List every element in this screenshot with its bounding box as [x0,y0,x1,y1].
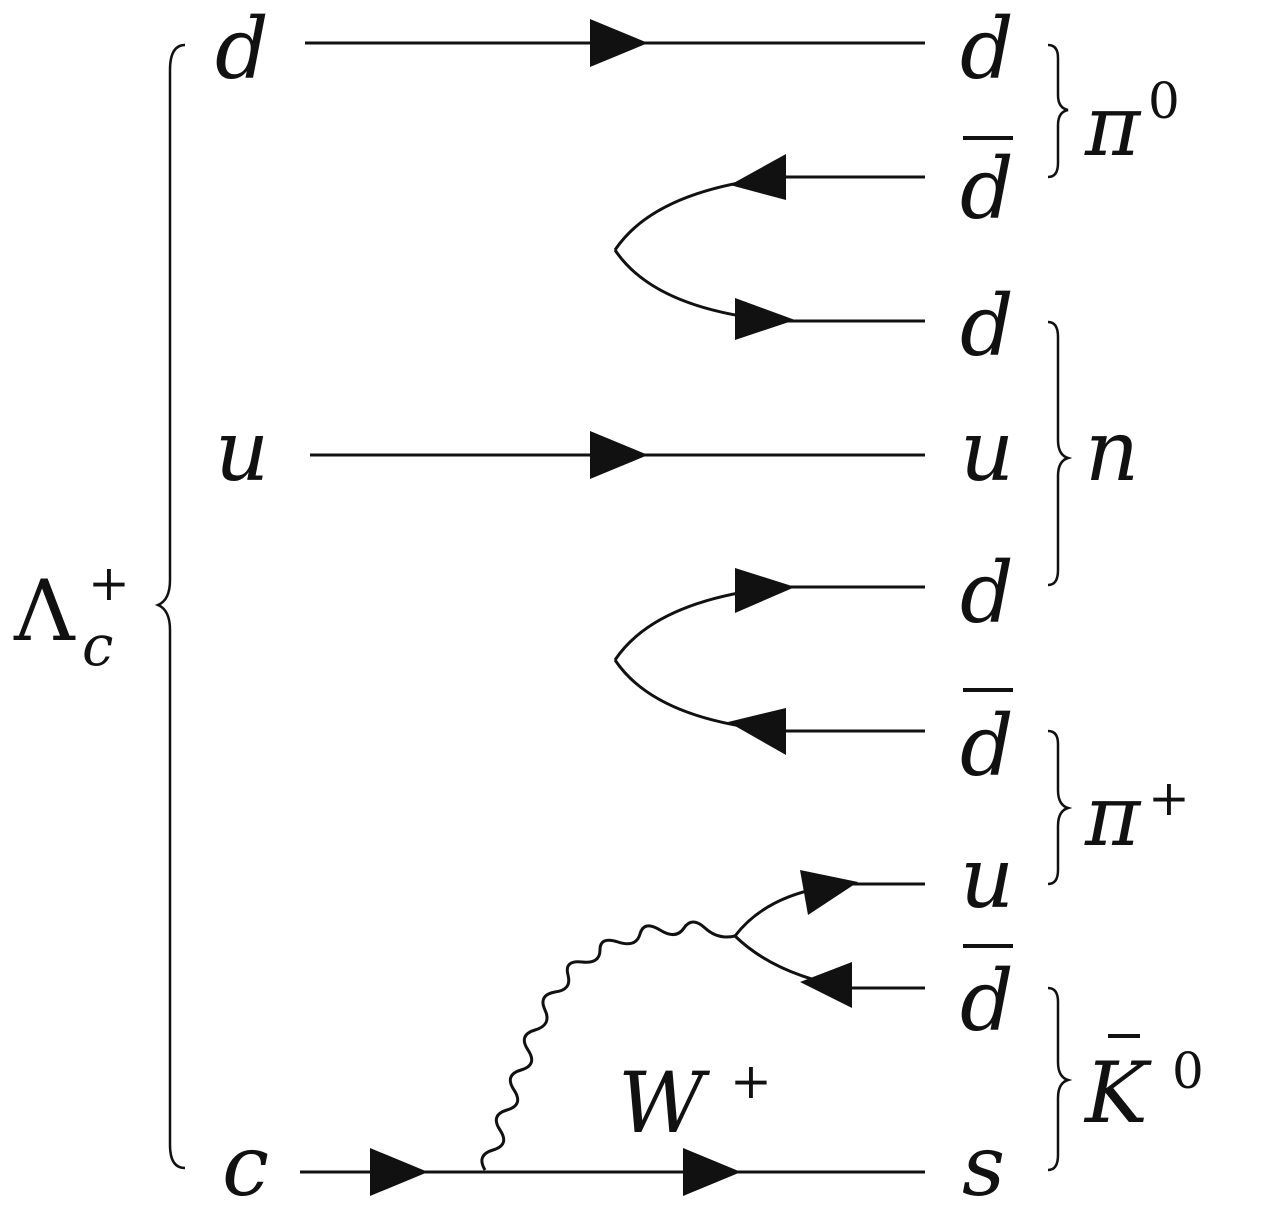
neutron-label: n [1085,402,1139,500]
lambda-c-label: Λ [13,562,76,660]
w-boson-superscript: + [730,1052,772,1110]
k0bar-brace [1047,986,1073,1172]
neutron-brace [1047,320,1073,587]
arrow-d [590,19,648,67]
right-quark-d1: d [960,0,1014,98]
arrow-s [683,1148,741,1196]
right-quark-d2: d [960,277,1014,375]
w-boson-line [480,920,736,1171]
arrow-u [590,431,648,479]
pip-label: π [1084,767,1142,865]
left-quark-u: u [215,402,269,500]
right-antiquark-d2: d [960,697,1014,795]
right-antiquark-d3: d [960,952,1014,1050]
k0bar-superscript: 0 [1172,1042,1204,1100]
pi0-brace [1047,43,1069,179]
pi0-label: π [1084,77,1142,175]
left-quark-c: c [222,1117,269,1215]
arrow-lower-quark [735,568,795,613]
lambda-brace [154,43,186,1170]
pair-upper-quark [613,249,925,323]
arrow-upper-antiquark [730,154,786,200]
arrow-upper-quark [735,298,795,340]
arrow-w-antiquark [800,962,852,1008]
arrow-w-quark [800,870,858,915]
arrow-c [370,1148,428,1196]
arrow-lower-antiquark [728,708,786,755]
pip-superscript: + [1148,769,1190,827]
right-quark-d3: d [960,544,1014,642]
w-boson-label: W [618,1054,711,1152]
pip-brace [1047,729,1073,886]
right-antiquark-d1: d [960,140,1014,238]
lambda-c-subscript: c [82,614,113,679]
right-quark-u2: u [960,829,1014,927]
lambda-c-superscript: + [88,554,130,612]
pair-lower-quark [613,585,925,661]
left-quark-d: d [215,0,269,98]
k0bar-label: K [1083,1044,1152,1142]
right-quark-u1: u [960,402,1014,500]
right-quark-s: s [962,1117,1005,1215]
pi0-superscript: 0 [1148,72,1180,130]
